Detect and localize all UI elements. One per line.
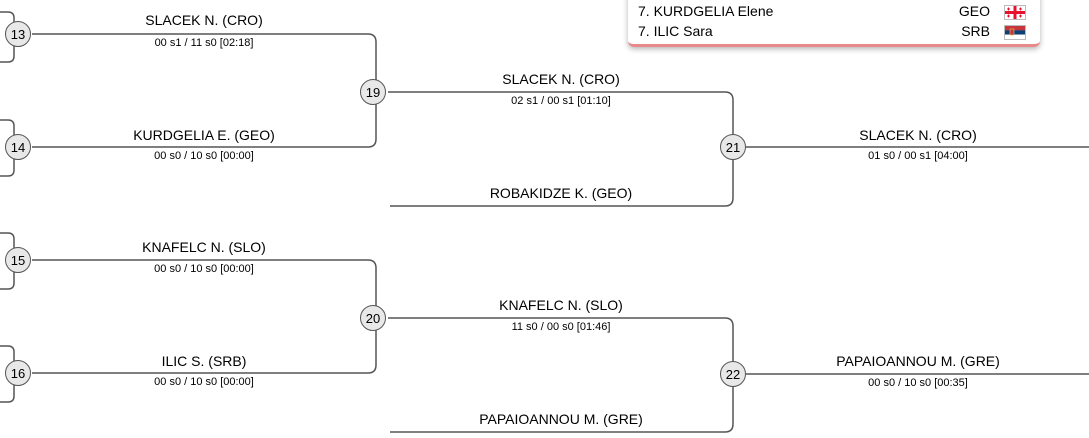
standings-country: GEO bbox=[958, 3, 990, 19]
standings-row: 7. ILIC Sara SRB bbox=[638, 23, 1026, 43]
match-winner-13: SLACEK N. (CRO) bbox=[145, 12, 263, 28]
standings-name: 7. KURDGELIA Elene bbox=[638, 3, 774, 19]
entry-papaioannou: PAPAIOANNOU M. (GRE) bbox=[479, 411, 643, 427]
match-winner-16: ILIC S. (SRB) bbox=[161, 353, 247, 369]
standings-name: 7. ILIC Sara bbox=[638, 23, 713, 39]
match-node-15[interactable]: 15 bbox=[5, 247, 31, 273]
match-winner-15: KNAFELC N. (SLO) bbox=[142, 239, 266, 255]
match-winner-20: KNAFELC N. (SLO) bbox=[499, 297, 623, 313]
match-node-20[interactable]: 20 bbox=[360, 305, 386, 331]
match-winner-14: KURDGELIA E. (GEO) bbox=[133, 127, 275, 143]
standings-panel: 7. KURDGELIA Elene GEO 7. ILIC Sara SRB bbox=[628, 0, 1040, 47]
match-score-22: 00 s0 / 10 s0 [00:35] bbox=[868, 377, 968, 389]
match-winner-21: SLACEK N. (CRO) bbox=[859, 127, 977, 143]
serbia-flag-icon bbox=[1004, 25, 1026, 40]
standings-country: SRB bbox=[961, 23, 990, 39]
georgia-flag-icon bbox=[1004, 5, 1026, 20]
match-score-15: 00 s0 / 10 s0 [00:00] bbox=[154, 263, 254, 275]
match-score-20: 11 s0 / 00 s0 [01:46] bbox=[511, 321, 611, 333]
match-score-19: 02 s1 / 00 s1 [01:10] bbox=[511, 95, 611, 107]
match-winner-22: PAPAIOANNOU M. (GRE) bbox=[836, 353, 1000, 369]
match-winner-19: SLACEK N. (CRO) bbox=[502, 71, 620, 87]
match-score-21: 01 s0 / 00 s1 [04:00] bbox=[868, 150, 968, 162]
match-node-13[interactable]: 13 bbox=[5, 21, 31, 47]
match-node-16[interactable]: 16 bbox=[5, 360, 31, 386]
match-node-21[interactable]: 21 bbox=[720, 134, 746, 160]
match-node-19[interactable]: 19 bbox=[360, 79, 386, 105]
match-score-14: 00 s0 / 10 s0 [00:00] bbox=[154, 150, 254, 162]
entry-robakidze: ROBAKIDZE K. (GEO) bbox=[489, 185, 633, 201]
standings-row: 7. KURDGELIA Elene GEO bbox=[638, 3, 1026, 23]
match-node-14[interactable]: 14 bbox=[5, 134, 31, 160]
match-score-16: 00 s0 / 10 s0 [00:00] bbox=[154, 376, 254, 388]
match-node-22[interactable]: 22 bbox=[720, 361, 746, 387]
match-score-13: 00 s1 / 11 s0 [02:18] bbox=[154, 37, 254, 49]
